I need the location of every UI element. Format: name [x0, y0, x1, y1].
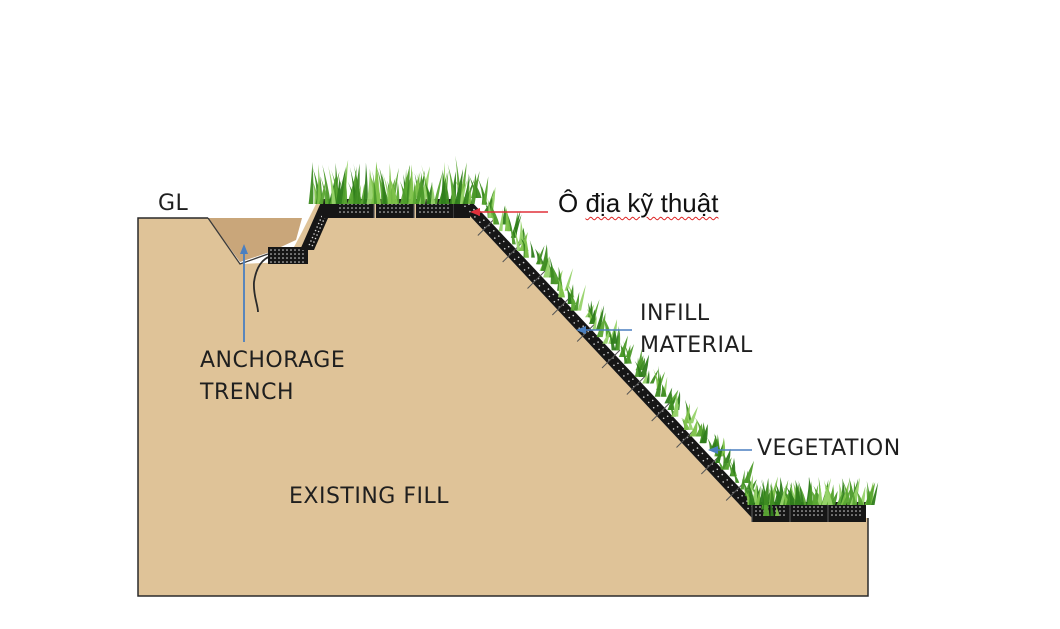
infill-arrow — [576, 326, 632, 334]
label-vegetation: VEGETATION — [757, 436, 901, 461]
anchorage-trench-outline — [207, 217, 269, 265]
label-geocell-part1: Ô — [558, 188, 579, 218]
trench-geocell-perforation — [270, 249, 304, 263]
soil-outline — [137, 217, 869, 597]
geocell-arrow — [470, 208, 548, 216]
label-anchorage-line1: ANCHORAGE — [200, 348, 346, 373]
label-anchorage-trench: ANCHORAGE TRENCH — [200, 345, 345, 409]
label-anchorage-line2: TRENCH — [200, 379, 294, 405]
label-gl: GL — [158, 191, 189, 216]
vegetation-grass — [308, 155, 879, 516]
anchorage-trench-backfill — [208, 218, 302, 262]
anchor-tendon — [252, 255, 273, 313]
label-geocell-part2: địa kỹ thuật — [585, 188, 719, 218]
trench-geocell — [268, 247, 308, 264]
label-infill-line2: MATERIAL — [640, 332, 753, 358]
label-infill-line1: INFILL — [640, 301, 710, 326]
label-infill-material: INFILL MATERIAL — [640, 298, 753, 362]
vegetation-arrow — [708, 446, 752, 454]
label-existing-fill: EXISTING FILL — [289, 484, 450, 509]
label-geocell: Ô địa kỹ thuật — [558, 188, 718, 219]
anchorage-arrow — [240, 244, 248, 342]
existing-fill-soil — [138, 200, 868, 596]
